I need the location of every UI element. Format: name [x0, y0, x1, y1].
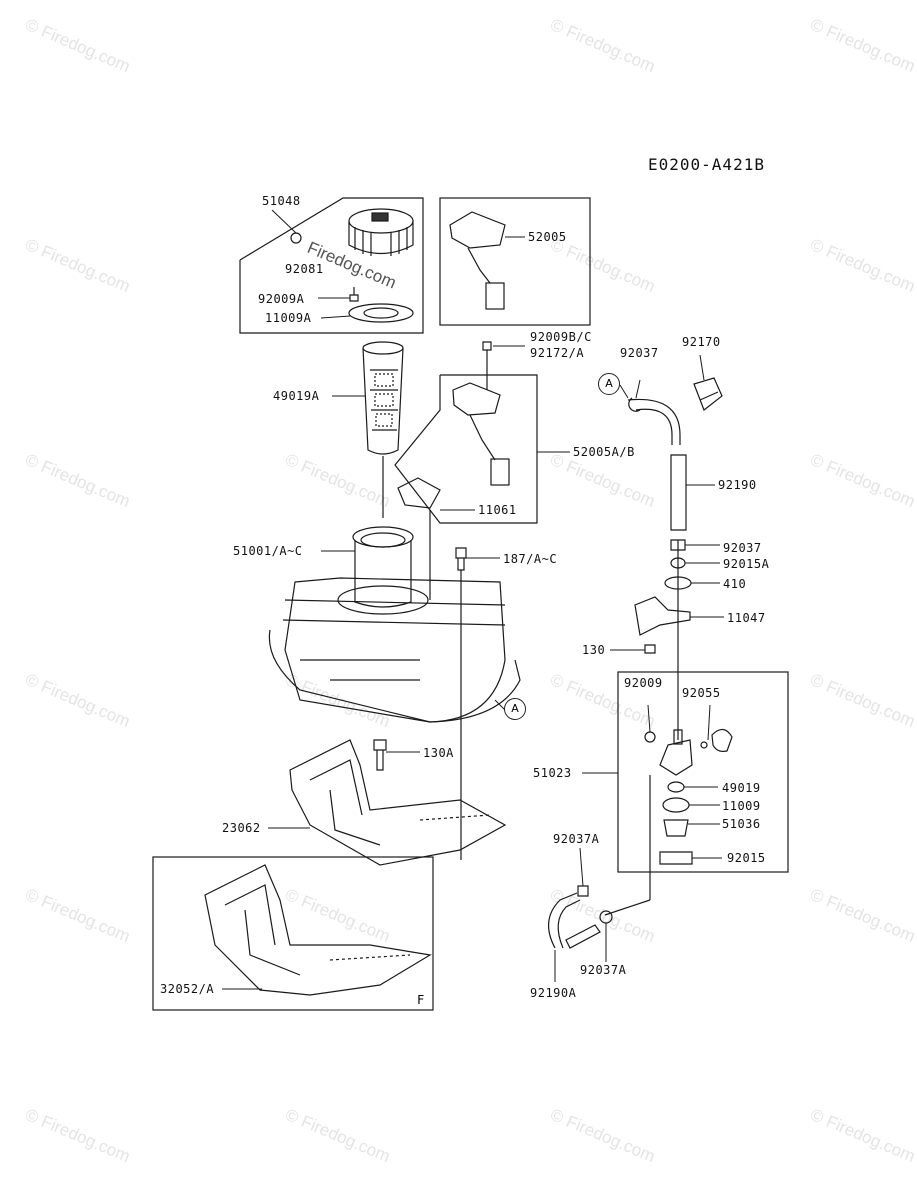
part-label[interactable]: 92037: [723, 541, 762, 555]
part-label[interactable]: 52005A/B: [573, 445, 635, 459]
part-label[interactable]: 92172/A: [530, 346, 585, 360]
part-label[interactable]: 92009A: [258, 292, 305, 306]
part-label[interactable]: 130: [582, 643, 606, 657]
bolt-130A: [373, 739, 387, 771]
o-ring-51048: [290, 232, 302, 244]
section-f-box: [152, 856, 434, 1011]
fuel-cap: [348, 208, 414, 256]
sensor-ab-box: [394, 374, 538, 524]
nut-92015: [659, 851, 693, 865]
part-label[interactable]: 51001/A~C: [233, 544, 303, 558]
part-label[interactable]: 92037: [620, 346, 659, 360]
screw-92009A: [349, 287, 359, 302]
bracket-11047: [634, 596, 691, 636]
guard-32052A: [204, 864, 432, 996]
fuel-hose-92190: [627, 398, 687, 531]
fuel-filter-49019A: [362, 341, 404, 455]
clamp-92037A-top: [577, 885, 589, 897]
fuel-tank: [268, 526, 521, 723]
part-label[interactable]: 51048: [262, 194, 301, 208]
leader-lines: [222, 209, 724, 990]
part-label[interactable]: 52005: [528, 230, 567, 244]
part-label[interactable]: 11047: [727, 611, 766, 625]
cup-51036: [663, 819, 689, 837]
level-sensor-52005AB: [452, 382, 510, 486]
part-label[interactable]: 92190: [718, 478, 757, 492]
gasket-11061: [397, 477, 441, 509]
part-label[interactable]: 92009: [624, 676, 663, 690]
gasket-11009: [662, 797, 690, 813]
clamp-92037A-bot: [599, 910, 613, 924]
bolt-130: [644, 644, 656, 654]
part-label[interactable]: 23062: [222, 821, 261, 835]
gasket-11009A: [348, 303, 414, 323]
part-label[interactable]: 187/A~C: [503, 552, 558, 566]
callout-a-hose: A: [598, 373, 620, 395]
part-label[interactable]: 92081: [285, 262, 324, 276]
part-label[interactable]: 92190A: [530, 986, 577, 1000]
clamp-92037: [628, 397, 641, 412]
part-label[interactable]: 92015A: [723, 557, 770, 571]
part-label[interactable]: 49019: [722, 781, 761, 795]
part-label[interactable]: 92015: [727, 851, 766, 865]
section-letter: F: [417, 993, 425, 1007]
callout-a-tank: A: [504, 698, 526, 720]
fuel-hose-92190A: [548, 892, 601, 949]
part-label[interactable]: 92009B/C: [530, 330, 592, 344]
fuel-cock-51023: [644, 728, 733, 776]
part-label[interactable]: 11009: [722, 799, 761, 813]
clip-92170: [693, 377, 723, 411]
level-sensor-52005: [449, 211, 506, 310]
part-label[interactable]: 51023: [533, 766, 572, 780]
screw-92009BC: [482, 341, 492, 351]
part-label[interactable]: 130A: [423, 746, 454, 760]
part-label[interactable]: 410: [723, 577, 747, 591]
guard-23062: [289, 739, 507, 866]
part-label[interactable]: 11009A: [265, 311, 312, 325]
part-label[interactable]: 51036: [722, 817, 761, 831]
part-label[interactable]: 92037A: [553, 832, 600, 846]
diagram-code: E0200-A421B: [648, 155, 765, 174]
part-label[interactable]: 49019A: [273, 389, 320, 403]
cap-group-box: [239, 197, 424, 334]
part-label[interactable]: 11061: [478, 503, 517, 517]
part-label[interactable]: 92170: [682, 335, 721, 349]
part-label[interactable]: 92055: [682, 686, 721, 700]
bolt-187: [455, 547, 467, 571]
part-label[interactable]: 32052/A: [160, 982, 215, 996]
filter-49019: [667, 781, 685, 793]
clamp-92037-mid: [670, 539, 686, 551]
part-label[interactable]: 92037A: [580, 963, 627, 977]
fuel-cock-box: [617, 671, 789, 873]
sensor-group-box: [439, 197, 591, 326]
